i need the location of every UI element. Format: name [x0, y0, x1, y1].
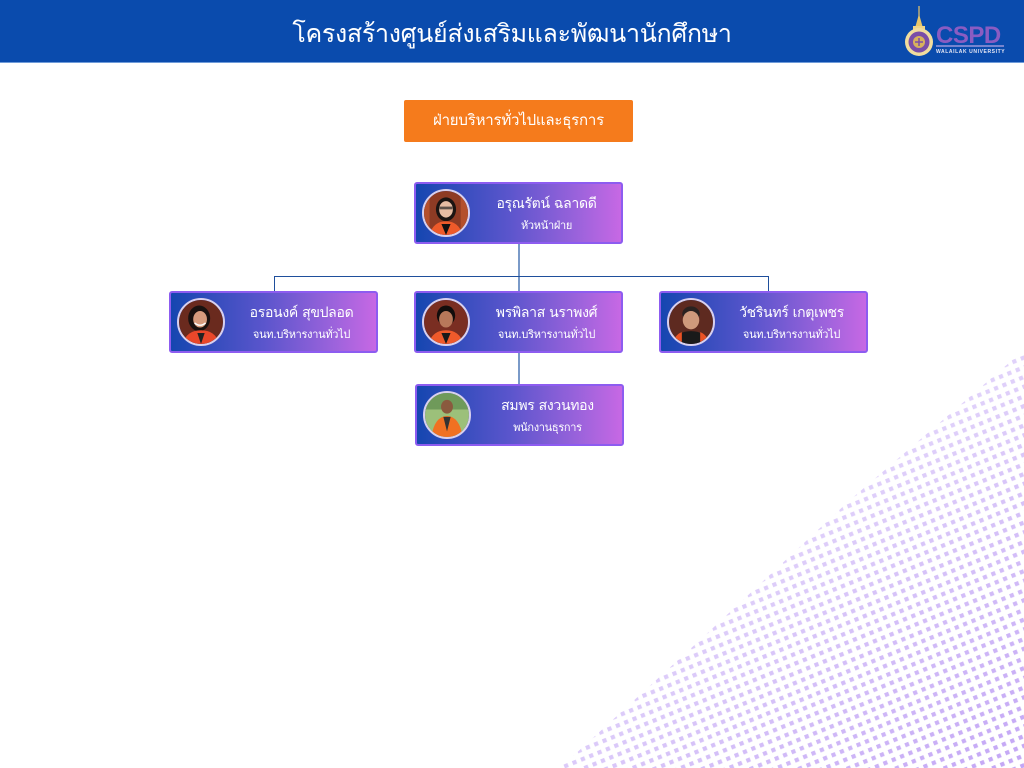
person-role: จนท.บริหารงานทั่วไป	[742, 328, 841, 341]
page-header: โครงสร้างศูนย์ส่งเสริมและพัฒนานักศึกษา C…	[0, 0, 1024, 63]
cspd-logo[interactable]: CSPD WALAILAK UNIVERSITY	[900, 6, 1010, 58]
connector-horizontal	[274, 275, 769, 277]
org-card-sub-staff[interactable]: สมพร สงวนทอง พนักงานธุรการ	[415, 384, 624, 446]
person-photo-icon	[424, 191, 468, 235]
org-card-staff[interactable]: วัชรินทร์ เกตุเพชร จนท.บริหารงานทั่วไป	[659, 291, 868, 353]
page-title: โครงสร้างศูนย์ส่งเสริมและพัฒนานักศึกษา	[292, 19, 732, 48]
avatar	[667, 298, 715, 346]
person-role: พนักงานธุรการ	[513, 421, 582, 434]
connector-right-drop	[768, 276, 770, 291]
connector-left-drop	[274, 276, 276, 291]
org-card-head[interactable]: อรุณรัตน์ ฉลาดดี หัวหน้าฝ่าย	[414, 182, 623, 244]
person-photo-icon	[669, 300, 713, 344]
university-emblem-icon	[905, 6, 933, 56]
org-card-staff[interactable]: อรอนงค์ สุขปลอด จนท.บริหารงานทั่วไป	[169, 291, 378, 353]
avatar	[177, 298, 225, 346]
logo-subtitle: WALAILAK UNIVERSITY	[936, 49, 1006, 55]
person-role: จนท.บริหารงานทั่วไป	[497, 328, 596, 341]
logo-tagline-bar	[936, 45, 1004, 47]
department-label[interactable]: ฝ่ายบริหารทั่วไปและธุรการ	[404, 100, 633, 142]
person-role: หัวหน้าฝ่าย	[520, 219, 573, 232]
avatar	[423, 391, 471, 439]
avatar	[422, 189, 470, 237]
person-name: สมพร สงวนทอง	[501, 398, 594, 414]
person-name: อรอนงค์ สุขปลอด	[249, 305, 354, 321]
person-photo-icon	[425, 393, 469, 437]
person-role: จนท.บริหารงานทั่วไป	[252, 328, 351, 341]
connector-head-down	[518, 244, 520, 291]
org-card-staff[interactable]: พรพิลาส นราพงศ์ จนท.บริหารงานทั่วไป	[414, 291, 623, 353]
person-photo-icon	[179, 300, 223, 344]
person-photo-icon	[424, 300, 468, 344]
connector-center-down	[518, 353, 520, 384]
person-name: พรพิลาส นราพงศ์	[495, 305, 598, 321]
avatar	[422, 298, 470, 346]
person-name: อรุณรัตน์ ฉลาดดี	[496, 196, 597, 212]
person-name: วัชรินทร์ เกตุเพชร	[739, 305, 844, 321]
logo-text: CSPD	[936, 22, 1001, 49]
